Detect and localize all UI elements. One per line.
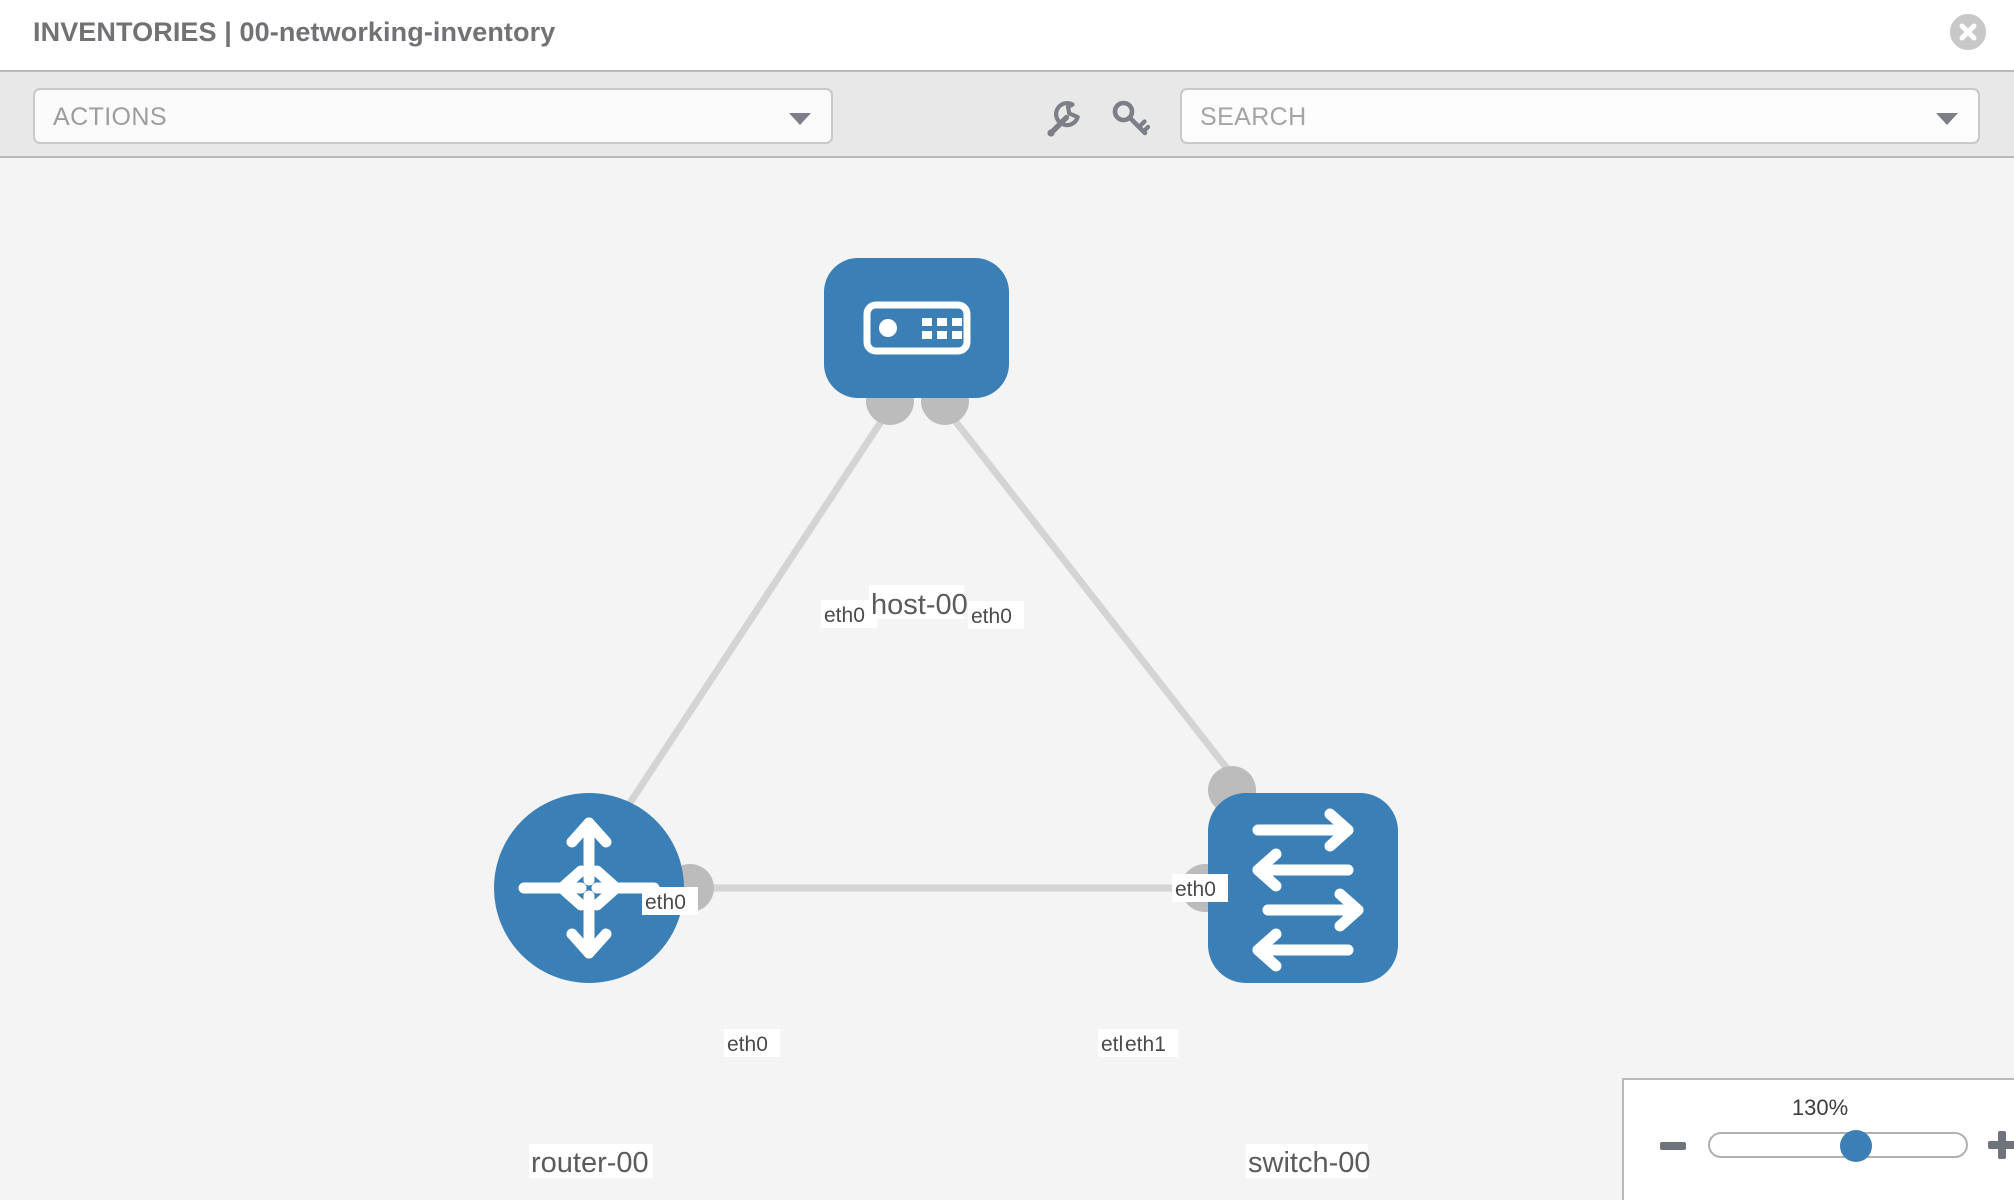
zoom-slider-track[interactable] <box>1708 1132 1968 1158</box>
topology-canvas[interactable]: eth0 host-00 eth0 eth0 eth0 eth0 eth0 <box>0 158 2014 1200</box>
edge-group <box>617 405 1253 892</box>
actions-dropdown-label: ACTIONS <box>53 103 167 131</box>
iface-label-router-up: eth0 <box>645 891 686 914</box>
edge-host-router[interactable] <box>617 406 893 820</box>
node-host-00[interactable] <box>824 258 1009 398</box>
zoom-level-value: 130% <box>1791 1095 1849 1120</box>
chevron-down-icon <box>1936 113 1958 125</box>
key-icon[interactable] <box>1110 98 1152 140</box>
topology-graph[interactable]: eth0 host-00 eth0 eth0 eth0 eth0 eth0 <box>0 158 2014 1200</box>
search-input[interactable]: SEARCH <box>1180 88 1980 144</box>
edge-host-switch[interactable] <box>942 405 1253 801</box>
node-router-00[interactable] <box>494 793 684 983</box>
node-label-router-00: router-00 <box>531 1147 649 1179</box>
zoom-control-panel: 130% <box>1622 1078 2014 1200</box>
zoom-out-icon[interactable] <box>1660 1142 1686 1150</box>
toolbar: ACTIONS SEARCH <box>0 70 2014 158</box>
page-title: INVENTORIES | 00-networking-inventory <box>33 17 556 47</box>
iface-label-host-left: eth0 <box>824 604 865 627</box>
server-icon <box>863 301 971 355</box>
iface-label-router-right: eth0 <box>727 1033 768 1056</box>
router-icon <box>518 817 660 959</box>
node-label-switch-00: switch-00 <box>1248 1147 1371 1179</box>
zoom-slider-thumb[interactable] <box>1840 1130 1872 1162</box>
node-switch-00[interactable] <box>1208 793 1398 983</box>
wrench-icon[interactable] <box>1042 98 1084 140</box>
switch-icon <box>1252 808 1364 972</box>
iface-label-host-right: eth0 <box>971 605 1012 628</box>
chevron-down-icon <box>789 113 811 125</box>
actions-dropdown[interactable]: ACTIONS <box>33 88 833 144</box>
iface-label-switch-up: eth0 <box>1175 878 1216 901</box>
iface-label-switch-left: eth1 <box>1125 1033 1166 1056</box>
label-group: eth0 host-00 eth0 eth0 eth0 eth0 eth0 <box>529 585 1371 1179</box>
zoom-in-icon[interactable] <box>1988 1131 2014 1159</box>
search-input-value: SEARCH <box>1200 103 1307 131</box>
connector-group <box>666 377 1256 912</box>
page-header: INVENTORIES | 00-networking-inventory <box>0 0 2014 70</box>
node-label-host-00: host-00 <box>871 589 968 621</box>
close-icon[interactable] <box>1950 14 1986 50</box>
